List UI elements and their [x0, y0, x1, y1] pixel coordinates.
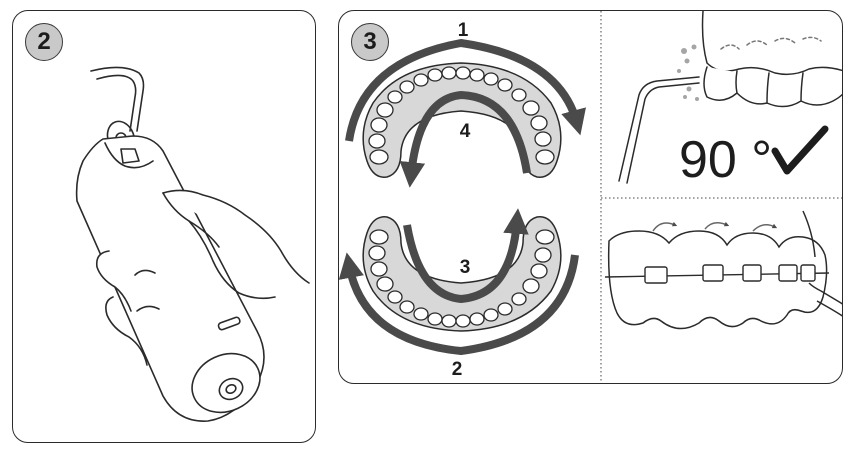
panel-step-3: 3 — [338, 10, 843, 384]
step-label-2: 2 — [452, 359, 463, 380]
power-button — [217, 316, 241, 331]
step-3-badge: 3 — [351, 23, 389, 61]
angle-label: 90 ° — [679, 131, 772, 189]
technique-diagram: 1 2 3 4 90 ° — [339, 11, 842, 383]
step-label-3: 3 — [460, 257, 471, 278]
arrow-1-upper-outer — [345, 38, 586, 142]
ortho-tip — [808, 282, 842, 305]
water-spray-dots — [677, 44, 699, 101]
step-2-badge: 2 — [25, 23, 63, 61]
nozzle-tip — [90, 66, 145, 132]
device-body — [75, 135, 265, 422]
motion-arrows — [652, 221, 778, 232]
brackets — [644, 264, 816, 284]
step-label-4: 4 — [460, 121, 471, 142]
step-label-1: 1 — [458, 20, 469, 41]
panel-step-2: 2 — [12, 10, 316, 443]
arrow-3-lower-inner — [403, 208, 529, 304]
step-2-number: 2 — [37, 28, 51, 55]
hand — [162, 189, 310, 284]
upper-teeth — [368, 66, 555, 165]
arrow-2-lower-outer — [339, 252, 579, 356]
check-mark-icon — [771, 125, 829, 175]
braces-illustration — [604, 210, 842, 330]
step-3-number: 3 — [363, 28, 377, 55]
flow-arrows — [720, 36, 822, 50]
device-bottom-cap — [191, 352, 261, 414]
arrow-4-upper-inner — [399, 90, 531, 188]
flosser-tip — [618, 76, 700, 182]
angle-illustration — [618, 11, 842, 184]
water-flosser-illustration — [75, 66, 310, 422]
lower-teeth — [368, 229, 555, 328]
